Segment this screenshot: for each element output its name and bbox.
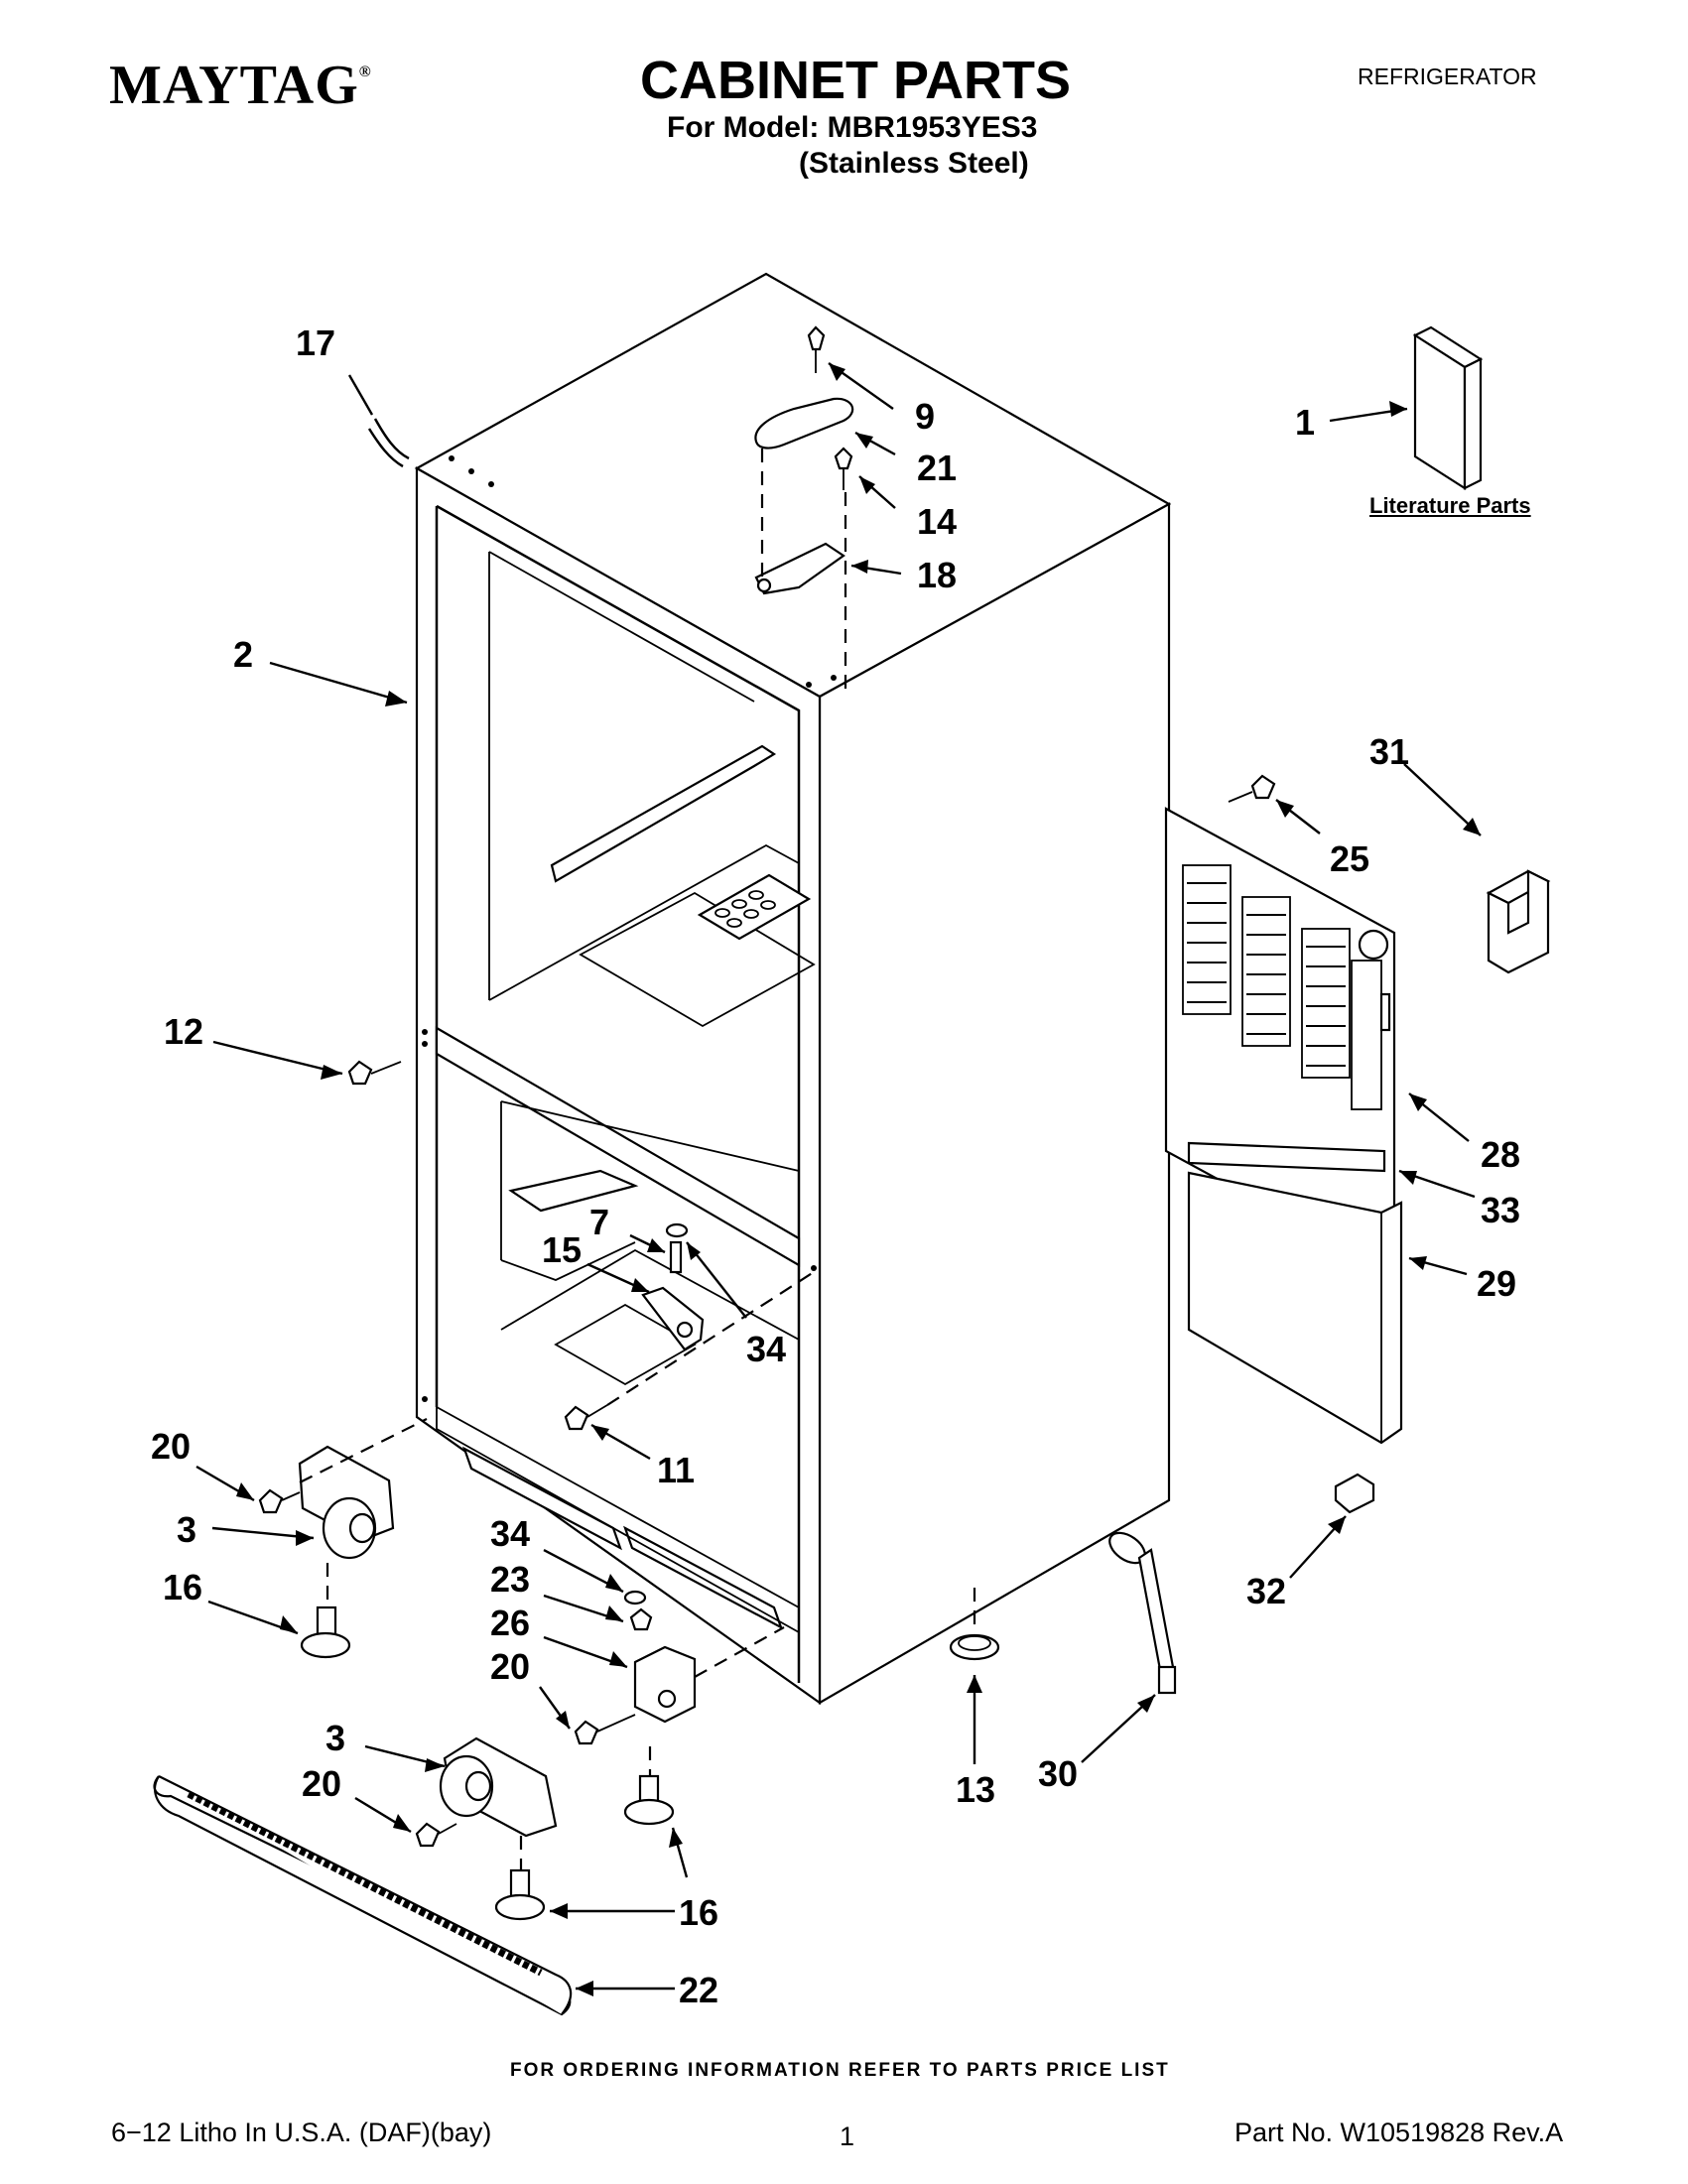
- callout-20b: 20: [490, 1646, 530, 1687]
- cabinet-body: [414, 272, 1172, 1706]
- part-25-screw: [1228, 774, 1276, 803]
- callout-3b: 3: [325, 1718, 345, 1758]
- callout-26: 26: [490, 1603, 530, 1643]
- center-hinge-bracket: [641, 1222, 705, 1351]
- callout-22: 22: [679, 1970, 718, 2010]
- part-31-trim: [1486, 869, 1551, 974]
- callout-1: 1: [1295, 402, 1315, 443]
- callout-11: 11: [657, 1450, 695, 1490]
- part-29-panel: [1187, 1171, 1403, 1445]
- model-number: For Model: MBR1953YES3: [667, 111, 1038, 144]
- callout-17: 17: [296, 322, 335, 363]
- callout-25: 25: [1330, 838, 1369, 879]
- brand-name: MAYTAG: [109, 55, 359, 116]
- callout-16a: 16: [163, 1567, 202, 1607]
- page-number: 1: [840, 2121, 855, 2151]
- appliance-category: REFRIGERATOR: [1358, 64, 1537, 89]
- part-11-screw: [564, 1404, 608, 1431]
- callout-32: 32: [1246, 1571, 1286, 1611]
- callout-23: 23: [490, 1559, 530, 1600]
- callout-33: 33: [1481, 1190, 1520, 1230]
- callout-14: 14: [917, 501, 957, 542]
- callout-3a: 3: [177, 1509, 196, 1550]
- registered-mark: ®: [358, 64, 372, 80]
- toe-grille: [153, 1775, 573, 2016]
- literature-parts-label: Literature Parts: [1369, 493, 1531, 518]
- part-32-clip: [1334, 1473, 1375, 1514]
- callout-31: 31: [1369, 731, 1409, 772]
- part-30-tool: [1108, 1531, 1177, 1695]
- front-roller-left: [258, 1418, 428, 1659]
- callout-34a: 34: [746, 1329, 786, 1369]
- front-roller-right: [415, 1736, 558, 1921]
- part-13-foot: [949, 1588, 1000, 1661]
- callout-2: 2: [233, 634, 253, 675]
- callout-18: 18: [917, 555, 957, 595]
- kickplate-slots: [436, 1407, 800, 1633]
- callout-20a: 20: [151, 1426, 191, 1467]
- rear-bracket-assembly: [574, 1590, 785, 1826]
- part-12-screw: [347, 1060, 402, 1086]
- callout-16b: 16: [679, 1892, 718, 1933]
- callout-12: 12: [164, 1011, 203, 1052]
- brand-logo: MAYTAG®: [109, 54, 372, 117]
- callout-20c: 20: [302, 1763, 341, 1804]
- callout-34b: 34: [490, 1513, 530, 1554]
- callout-28: 28: [1481, 1134, 1520, 1175]
- litho-info: 6−12 Litho In U.S.A. (DAF)(bay): [111, 2118, 492, 2147]
- callout-9: 9: [915, 396, 935, 437]
- ordering-note: FOR ORDERING INFORMATION REFER TO PARTS …: [510, 2060, 1170, 2081]
- part-number: Part No. W10519828 Rev.A: [1234, 2118, 1564, 2147]
- callout-7: 7: [589, 1202, 609, 1242]
- callout-21: 21: [917, 448, 957, 488]
- model-finish: (Stainless Steel): [799, 147, 1029, 180]
- callout-29: 29: [1477, 1263, 1516, 1304]
- callout-30: 30: [1038, 1753, 1078, 1794]
- part-33-strip: [1187, 1141, 1386, 1173]
- part-17-wire: [367, 418, 410, 468]
- callout-13: 13: [956, 1769, 995, 1810]
- callout-15: 15: [542, 1229, 582, 1270]
- top-hinge-assembly: [754, 325, 854, 695]
- page-title: CABINET PARTS: [640, 51, 1072, 110]
- literature-booklet: [1412, 325, 1484, 491]
